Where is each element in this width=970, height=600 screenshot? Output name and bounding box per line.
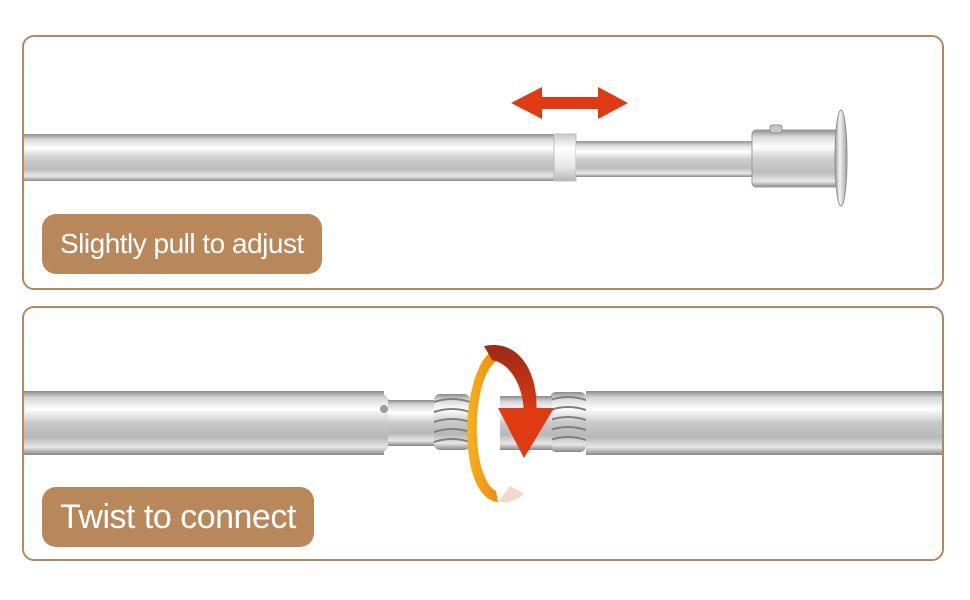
- inner-tube: [576, 141, 756, 177]
- right-threads: [549, 392, 587, 452]
- telescopic-rod-illustration: [24, 87, 848, 207]
- connector-hole: [380, 405, 388, 413]
- cap-button: [769, 124, 783, 134]
- left-threads: [433, 394, 471, 450]
- connect-panel: Twist to connect: [22, 306, 944, 561]
- end-flange: [834, 109, 848, 207]
- outer-tube: [24, 134, 557, 181]
- tube-sleeve: [553, 133, 577, 182]
- double-arrow-icon: [511, 87, 628, 119]
- end-cap: [751, 129, 841, 188]
- connect-label: Twist to connect: [42, 487, 314, 547]
- right-tube: [586, 391, 942, 455]
- threaded-rod-illustration: [24, 344, 942, 503]
- rotate-arrow-icon: [467, 344, 554, 503]
- adjust-label: Slightly pull to adjust: [42, 214, 322, 274]
- adjust-panel: Slightly pull to adjust: [22, 35, 944, 290]
- connector-shaft: [388, 400, 438, 446]
- left-tube: [24, 391, 384, 455]
